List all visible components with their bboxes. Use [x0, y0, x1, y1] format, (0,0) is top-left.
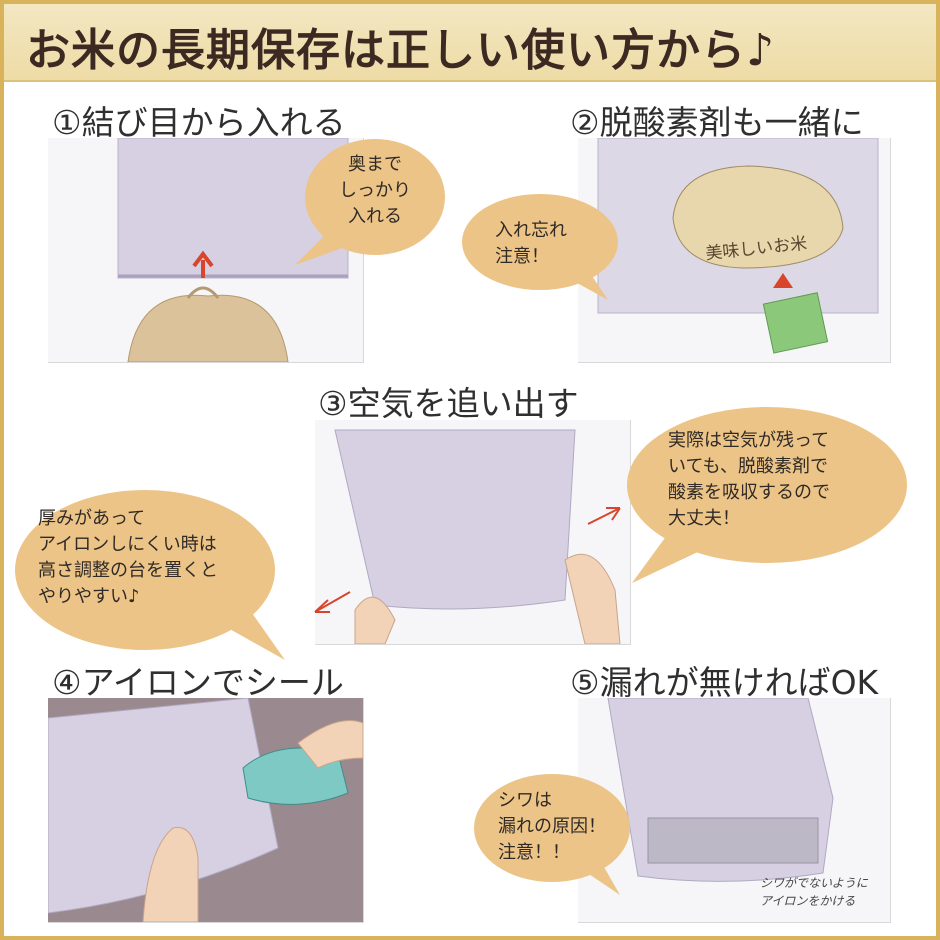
step-1-bubble: 奥まで しっかり 入れる: [339, 154, 411, 227]
step-5-bubble: シワは 漏れの原因！ 注意！！: [498, 790, 606, 863]
right-hand: [297, 720, 363, 769]
title-banner: お米の長期保存は正しい使い方から♪: [4, 4, 936, 82]
step-3-illustration: [334, 429, 621, 644]
arrow-left-icon: [314, 591, 351, 613]
step-3-left-bubble-shape: [15, 490, 285, 660]
rice-sack-shape: [127, 294, 289, 362]
step-1-illustration: [117, 138, 349, 362]
step-5-handwritten-note: シワがでないように アイロンをかける: [760, 876, 868, 908]
rice-bag-shape: [672, 165, 844, 269]
step-2-bubble: 入れ忘れ 注意！: [495, 220, 567, 267]
left-hand: [142, 826, 199, 922]
step-3-left-bubble: 厚みがあって アイロンしにくい時は 高さ調整の台を置くと やりやすい♪: [38, 508, 218, 607]
step-3-arrows: [314, 507, 621, 613]
step-2-illustration: [597, 138, 879, 354]
step-5-panel: [578, 698, 891, 923]
step-4-title: ④アイロンでシール: [52, 663, 344, 702]
step-4-panel: [48, 698, 364, 923]
step-5-bubble-shape: [474, 774, 630, 895]
step-5-illustration: [607, 698, 834, 882]
arrow-up-icon: [773, 273, 793, 288]
step-2-title: ②脱酸素剤も一緒に: [570, 103, 864, 142]
step-3-right-bubble: 実際は空気が残って いても、脱酸素剤で 酸素を吸収するので 大丈夫！: [668, 430, 830, 529]
left-hand: [354, 596, 396, 644]
step-2-panel: [578, 138, 891, 363]
step-5-title: ⑤漏れが無ければOK: [570, 663, 879, 702]
step-2-bubble-shape: [462, 194, 618, 300]
right-hand: [564, 553, 621, 644]
oxygen-absorber-packet: [762, 292, 829, 354]
step-1-title: ①結び目から入れる: [52, 103, 346, 142]
step-3-right-bubble-shape: [627, 407, 907, 583]
step-3-title: ③空気を追い出す: [318, 384, 579, 423]
page-title: お米の長期保存は正しい使い方から♪: [26, 25, 776, 76]
step-4-illustration: [48, 698, 363, 922]
step-3-panel: [315, 420, 631, 645]
step-1-bubble-shape: [295, 139, 445, 265]
arrow-right-icon: [587, 507, 621, 525]
